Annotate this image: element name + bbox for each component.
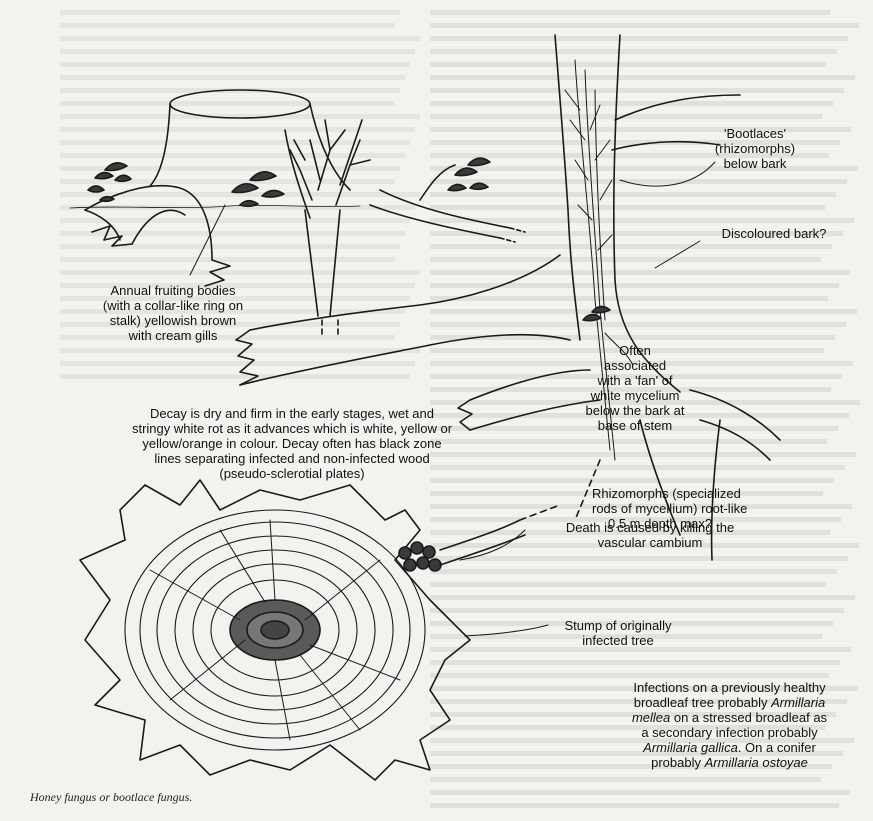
label-fruiting-bodies: Annual fruiting bodies (with a collar-li… [83,283,263,343]
label-discoloured-bark: Discoloured bark? [704,226,844,241]
label-bootlaces: 'Bootlaces' (rhizomorphs) below bark [700,126,810,171]
standing-tree-drawing [236,35,780,560]
label-stump: Stump of originally infected tree [548,618,688,648]
label-decay: Decay is dry and firm in the early stage… [82,406,502,481]
stump-cross-section [80,480,560,780]
label-infections: Infections on a previously healthy broad… [612,680,847,770]
fruiting-bodies-right [448,158,490,191]
label-fan-mycelium: Often associated with a 'fan' of white m… [570,343,700,433]
label-death-cause: Death is caused by killing the vascular … [550,520,750,550]
fruiting-bodies-left [88,163,131,201]
fruiting-bodies-middle [232,172,284,206]
figure-caption: Honey fungus or bootlace fungus. [30,790,192,805]
